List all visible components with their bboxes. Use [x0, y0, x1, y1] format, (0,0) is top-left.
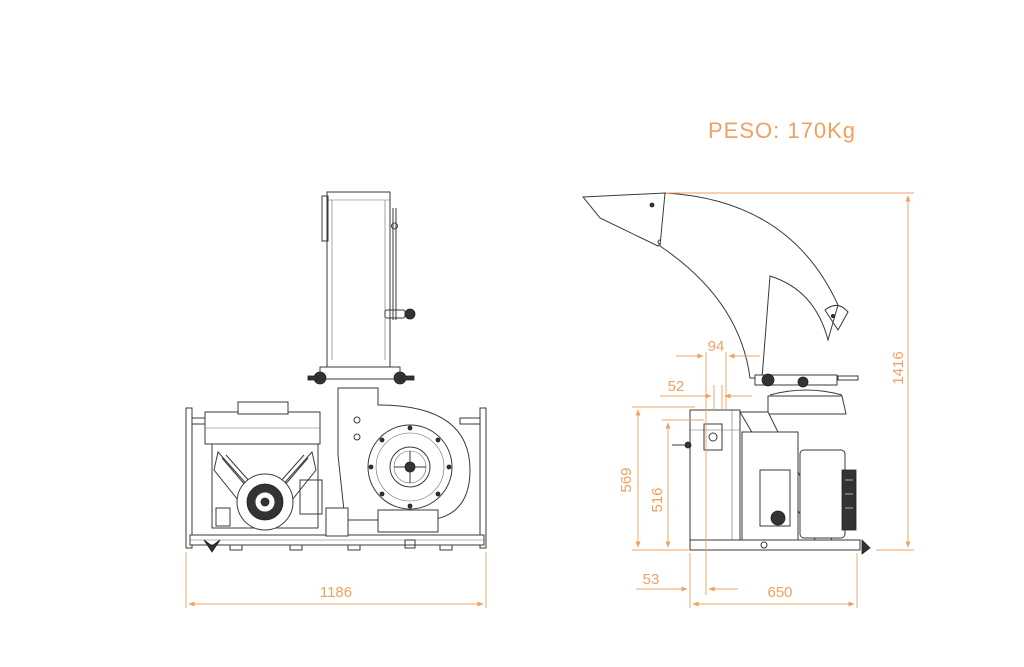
discharge-tube — [659, 192, 839, 379]
front-view — [185, 191, 487, 553]
dim-front-width: 1186 — [185, 552, 487, 608]
frame-post-left — [185, 407, 193, 549]
feed-hopper — [326, 191, 391, 368]
dim-label-side-depth: 650 — [767, 584, 792, 601]
dim-inlet-height-inner: 516 — [649, 419, 704, 548]
dim-label-inlet-height-inner: 516 — [649, 487, 666, 512]
side-view — [581, 192, 871, 555]
side-hopper — [581, 192, 666, 247]
dim-side-depth: 650 — [692, 553, 858, 608]
dim-offset-94: 94 — [676, 338, 760, 595]
dim-offset-52: 52 — [660, 378, 752, 410]
dim-inlet-height: 569 — [618, 406, 695, 551]
dim-label-front-width: 1186 — [320, 584, 352, 601]
dim-total-height: 1416 — [666, 192, 914, 551]
frame-post-right — [479, 407, 487, 549]
weight-label: PESO: 170Kg — [708, 118, 856, 143]
side-engine — [741, 431, 799, 545]
dim-label-total-height: 1416 — [890, 351, 907, 384]
dim-label-offset-94: 94 — [708, 338, 725, 355]
side-frame — [689, 409, 741, 551]
dim-label-offset-53: 53 — [643, 571, 660, 588]
dim-label-offset-52: 52 — [668, 378, 685, 395]
dim-label-inlet-height: 569 — [618, 467, 635, 492]
dim-offset-53: 53 — [636, 553, 738, 608]
